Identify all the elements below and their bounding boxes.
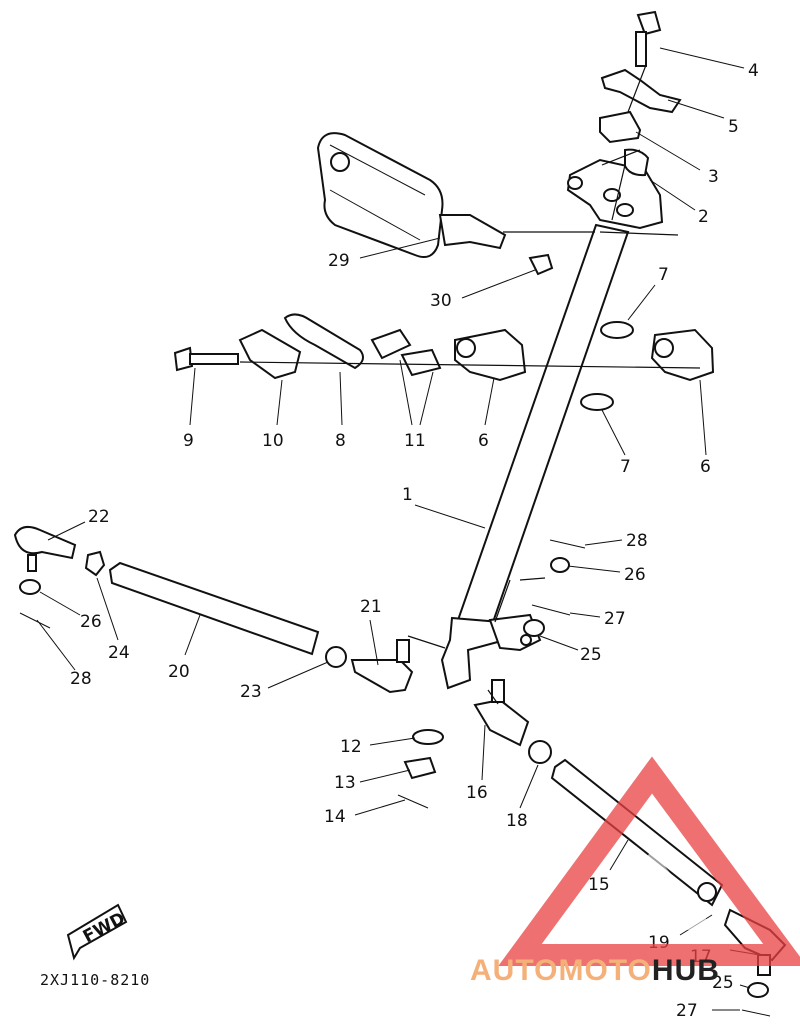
callout-7-upper: 7	[658, 265, 669, 285]
bracket-handle	[316, 132, 554, 276]
diagram-code: 2XJ110-8210	[40, 971, 150, 989]
callout-5: 5	[728, 117, 739, 137]
callout-13: 13	[334, 773, 356, 793]
callout-26-left: 26	[80, 612, 102, 632]
callout-28-left: 28	[70, 669, 92, 689]
callout-8: 8	[335, 431, 346, 451]
callout-25-lower: 25	[712, 973, 734, 993]
collars	[580, 321, 634, 411]
callout-3: 3	[708, 167, 719, 187]
callout-7-lower: 7	[620, 457, 631, 477]
column-holder	[566, 148, 664, 230]
callout-16: 16	[466, 783, 488, 803]
callout-21: 21	[360, 597, 382, 617]
callout-25-upper: 25	[580, 645, 602, 665]
callout-11: 11	[404, 431, 426, 451]
callout-15: 15	[588, 875, 610, 895]
callout-4: 4	[748, 61, 759, 81]
callout-24: 24	[108, 643, 130, 663]
callout-20: 20	[168, 662, 190, 682]
left-tie-rod	[13, 525, 414, 694]
callout-29: 29	[328, 251, 350, 271]
callout-22: 22	[88, 507, 110, 527]
callout-labels: 4 5 3 2 29 30 7 9 10 8 11 6 7 6 1 22 28 …	[70, 61, 759, 1021]
callout-27-lower: 27	[676, 1001, 698, 1021]
callout-30: 30	[430, 291, 452, 311]
bolt-and-plate	[600, 10, 682, 114]
callout-23: 23	[240, 682, 262, 702]
fwd-arrow: FWD	[66, 903, 129, 961]
watermark-brand-b: HUB	[652, 954, 720, 987]
callout-6-right: 6	[700, 457, 711, 477]
callout-6-left: 6	[478, 431, 489, 451]
callout-26-right: 26	[624, 565, 646, 585]
callout-9: 9	[183, 431, 194, 451]
callout-28-right: 28	[626, 531, 648, 551]
holder-block	[599, 110, 642, 144]
callout-27-upper: 27	[604, 609, 626, 629]
callout-12: 12	[340, 737, 362, 757]
steering-shaft	[440, 223, 630, 690]
assembly-lines	[239, 64, 701, 705]
callout-1: 1	[402, 485, 413, 505]
watermark-brand-a: AUTOMOTO	[470, 954, 652, 987]
leader-lines	[36, 47, 761, 1011]
small-hardware	[19, 539, 771, 1017]
watermark-inner-triangle-icon	[590, 850, 715, 930]
watermark-triangle-icon	[498, 756, 800, 966]
callout-14: 14	[324, 807, 346, 827]
callout-10: 10	[262, 431, 284, 451]
callout-18: 18	[506, 811, 528, 831]
watermark: AUTOMOTOHUB	[470, 756, 800, 987]
callout-2: 2	[698, 207, 709, 227]
left-fasteners	[173, 313, 442, 380]
watermark-brand: AUTOMOTOHUB	[470, 954, 720, 987]
